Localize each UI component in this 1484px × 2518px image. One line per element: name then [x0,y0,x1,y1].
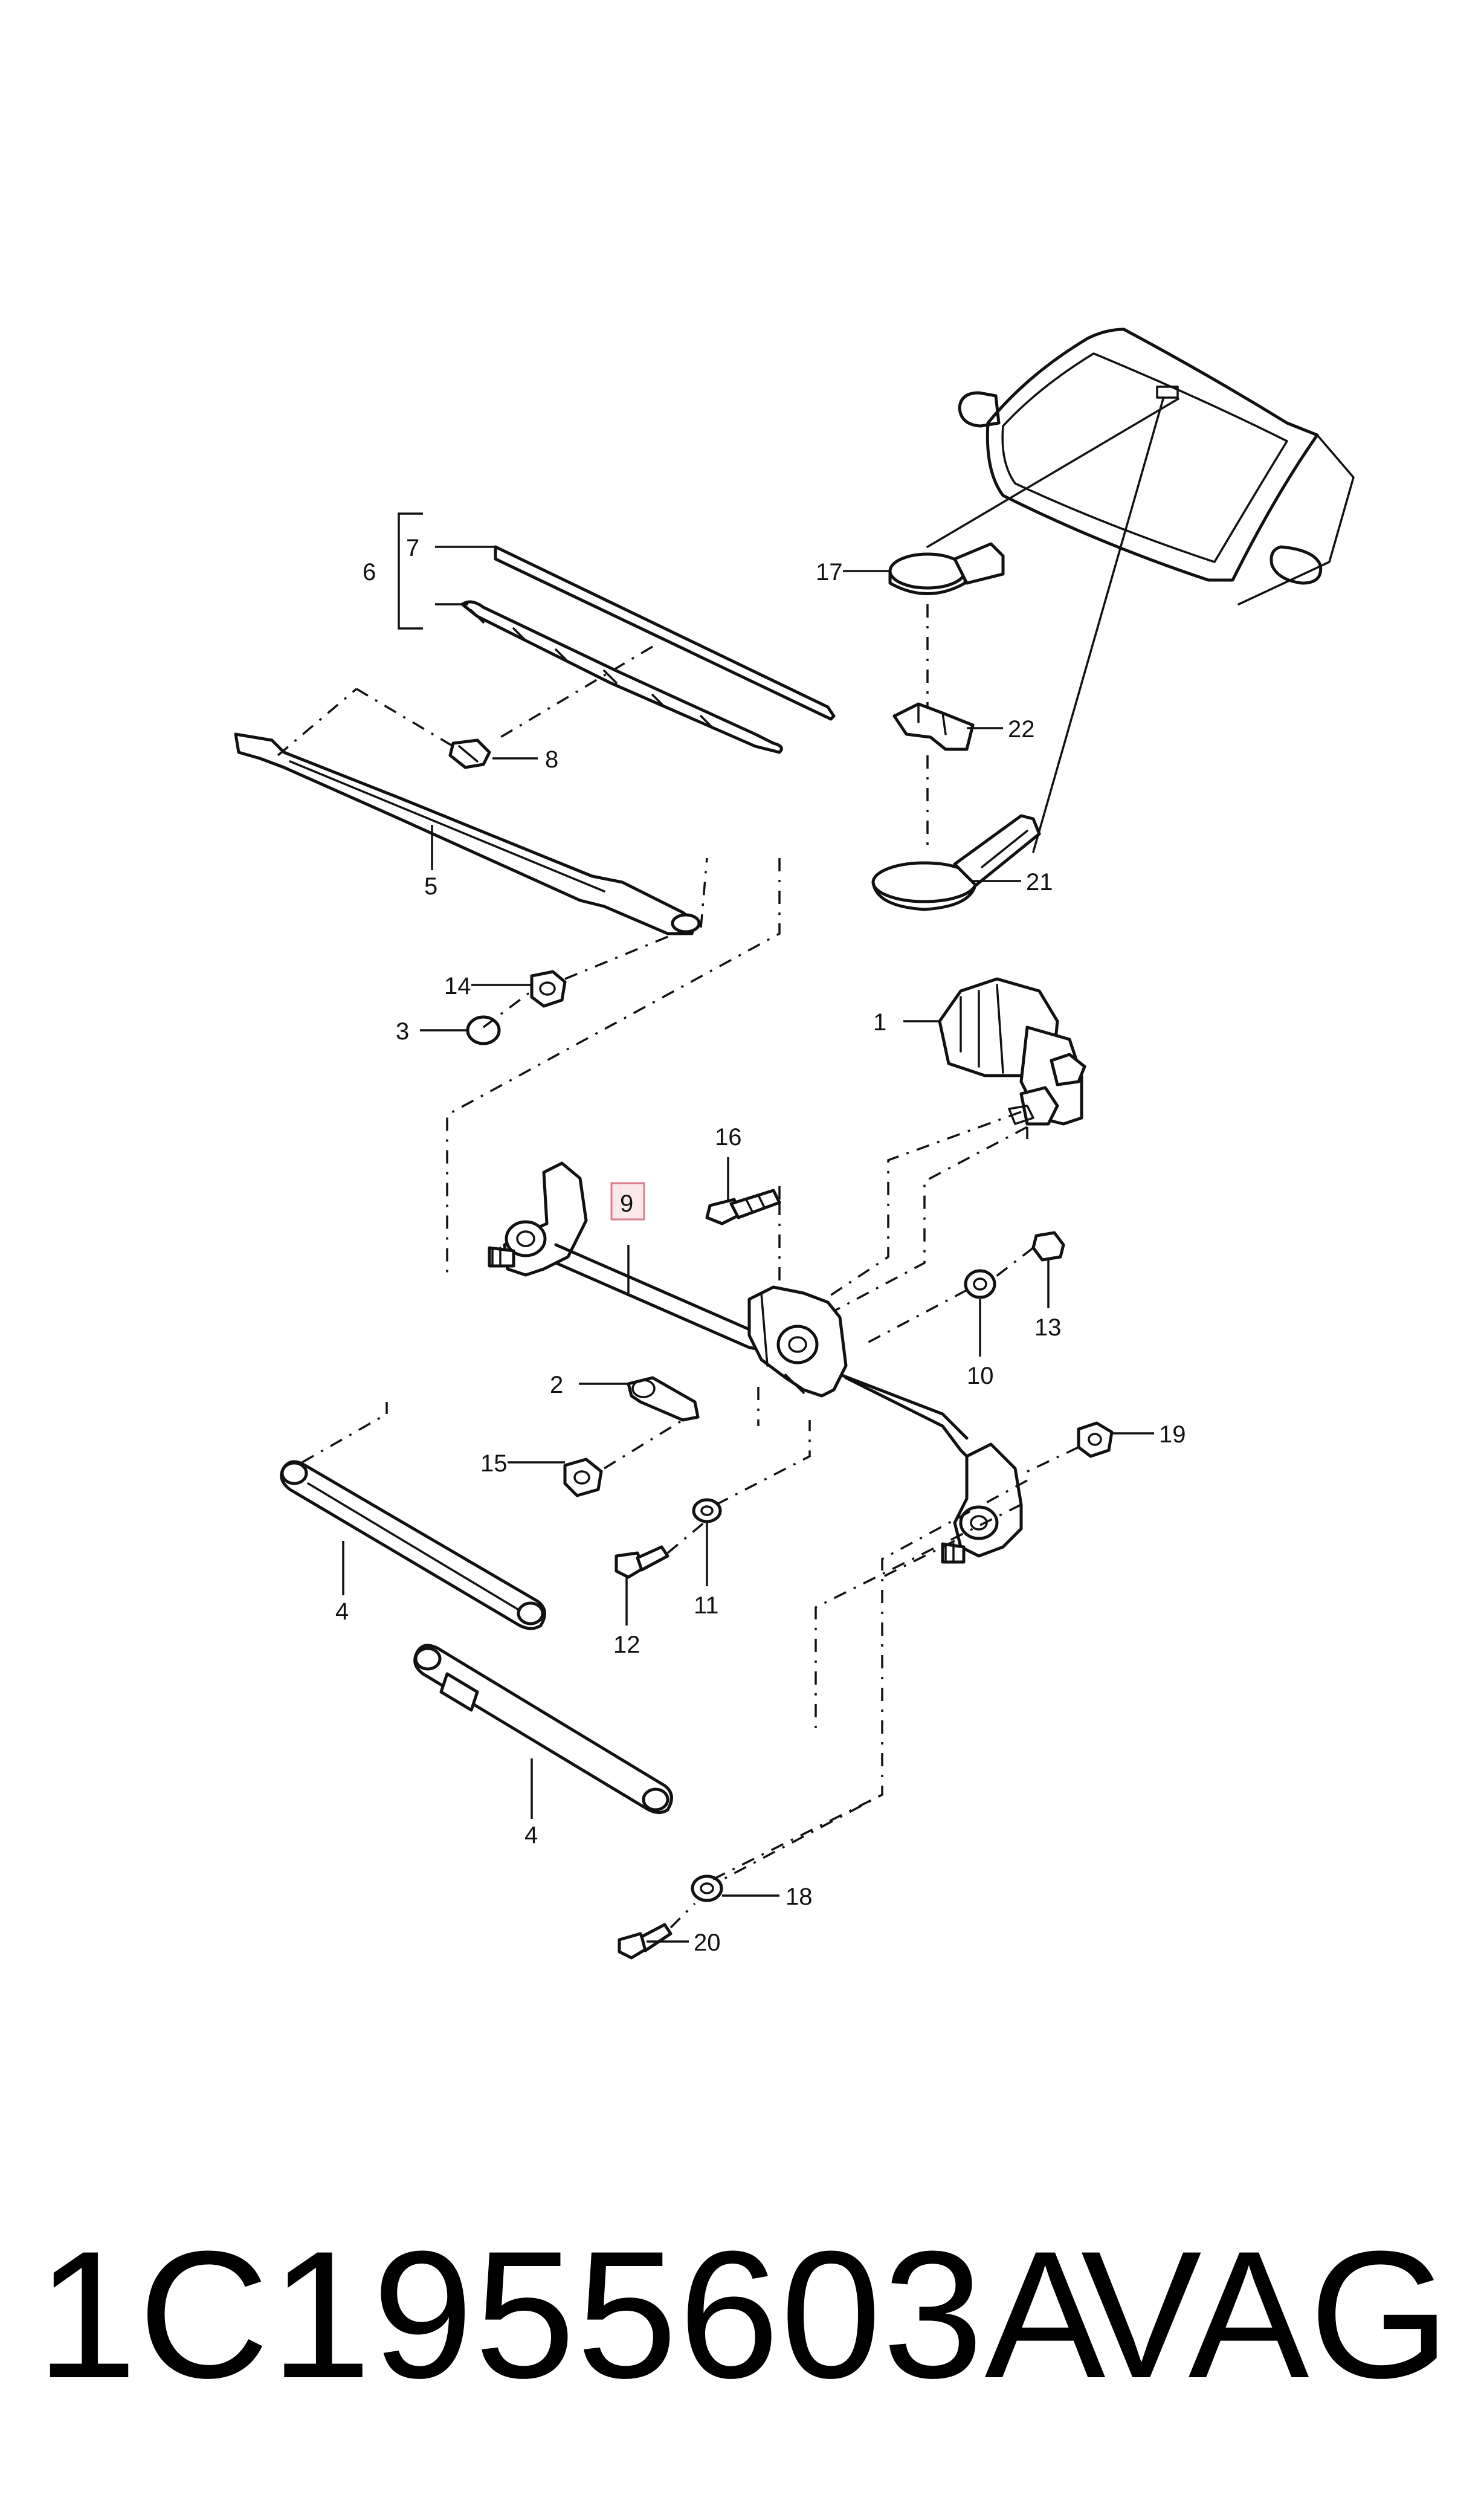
clip-8 [448,738,491,769]
washer-nozzle-17 [888,542,1005,707]
callout-5: 5 [424,873,437,900]
callout-4-upper: 4 [335,1598,349,1625]
callout-18: 18 [786,1884,813,1910]
callout-8: 8 [545,746,558,773]
callout-20: 20 [694,1929,721,1956]
callout-3: 3 [396,1018,409,1045]
nozzle-housing-21 [871,814,1041,911]
bolt-12 [615,1545,669,1579]
cap-3 [466,1015,501,1045]
windscreen [926,328,1355,853]
callout-9: 9 [620,1190,633,1217]
wiper-blade-6 [460,545,836,754]
part-number: 1C1955603A [36,2213,1107,2416]
spacer-2 [627,1376,700,1422]
callout-12: 12 [613,1632,640,1658]
callout-16: 16 [715,1124,742,1151]
callout-labels: 1 2 3 4 4 5 6 7 8 9 10 11 12 13 14 15 16… [335,535,1186,1956]
callout-19: 19 [1159,1421,1186,1448]
bolt-20 [618,1923,673,1960]
bolt-16 [705,1184,781,1348]
grommet-10 [964,1269,996,1299]
callout-21: 21 [1026,869,1053,896]
clip-22 [892,702,975,846]
wiper-arm-5 [234,688,701,935]
callout-6: 6 [363,559,376,586]
callout-10: 10 [967,1363,994,1389]
nut-13 [1031,1231,1065,1262]
callout-11: 11 [694,1592,719,1619]
footer: 1C1955603A VAG [36,2187,1450,2441]
washer-11 [692,1498,722,1523]
callout-7: 7 [406,535,419,561]
nut-15 [563,1458,603,1497]
callout-15: 15 [480,1450,508,1477]
callout-22: 22 [1008,716,1035,743]
callout-13: 13 [1034,1314,1062,1341]
linkage-frame-9 [488,1161,1023,1564]
callout-4-lower: 4 [524,1822,538,1848]
leader-lines [342,512,1154,1943]
callout-1: 1 [873,1009,886,1036]
grommet-19 [1077,1421,1114,1458]
callout-17: 17 [816,559,843,586]
connecting-rod-4-upper [280,1460,546,1630]
nut-14 [530,970,567,1008]
callout-2: 2 [550,1372,563,1398]
washer-18 [691,1874,723,1902]
callout-14: 14 [444,973,471,999]
connecting-rod-4-lower [413,1644,673,1814]
brand-name: VAG [1080,2213,1450,2416]
callout-9-highlight [610,1182,645,1221]
wiper-motor-1 [938,977,1086,1126]
